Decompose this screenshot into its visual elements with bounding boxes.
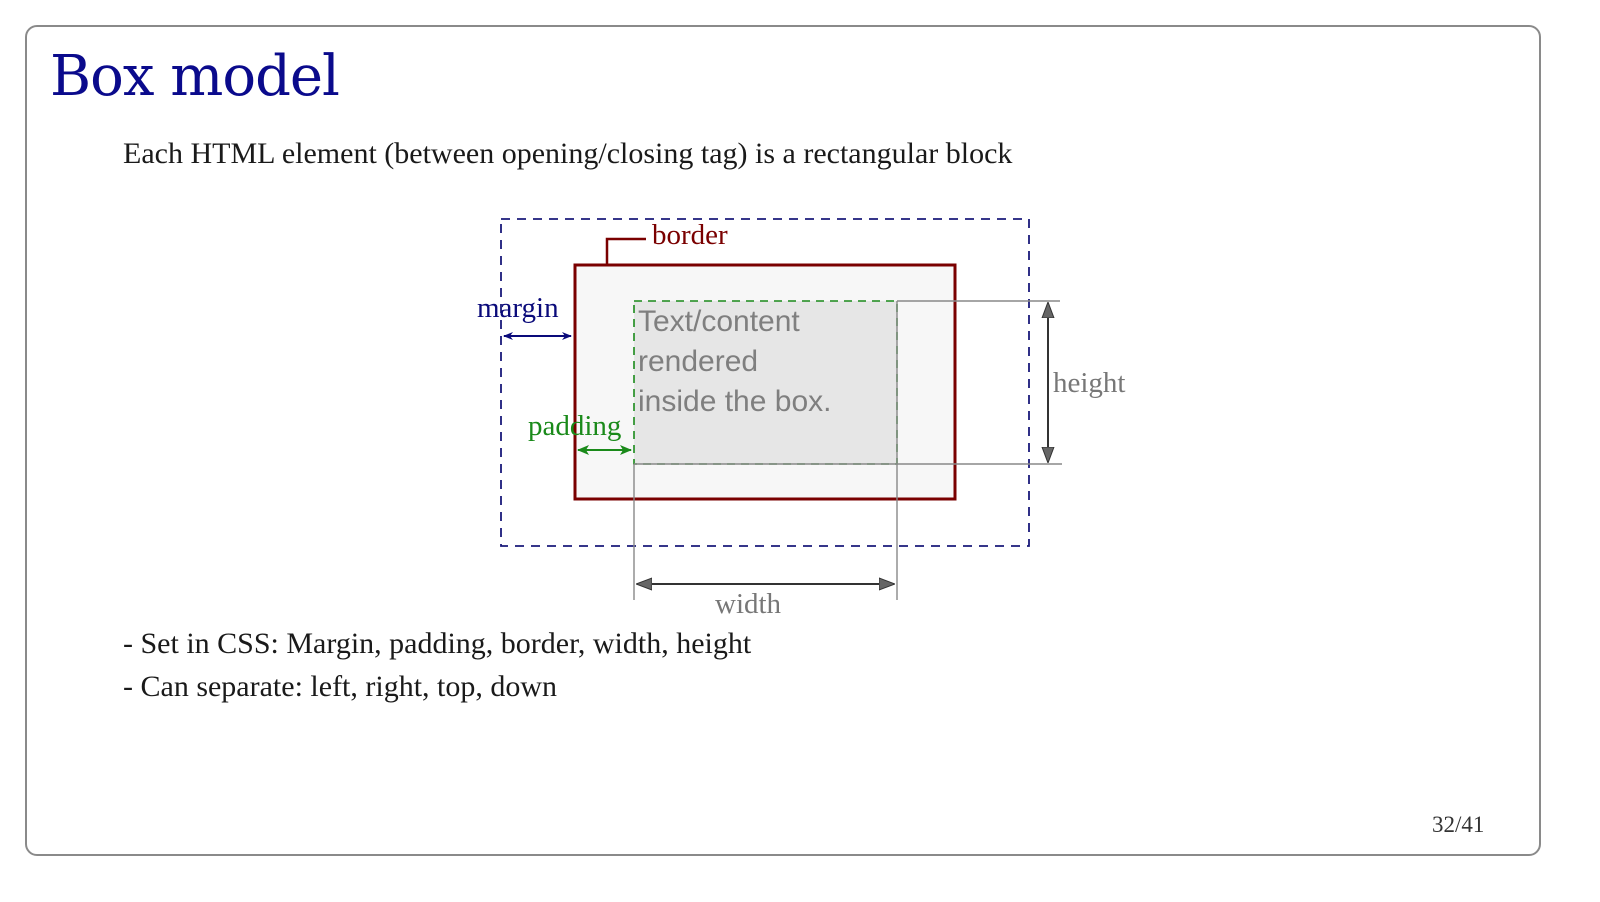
page-number: 32/41 <box>1432 812 1485 837</box>
content-text-line-1: Text/content <box>638 305 800 338</box>
height-label: height <box>1053 367 1126 399</box>
margin-label: margin <box>477 292 559 324</box>
border-callout-line <box>605 237 646 265</box>
bullet-item: - Can separate: left, right, top, down <box>123 670 558 703</box>
width-label: width <box>715 588 782 620</box>
content-text-line-2: rendered <box>638 345 758 378</box>
bullet-item: - Set in CSS: Margin, padding, border, w… <box>123 627 752 660</box>
padding-label: padding <box>528 410 621 442</box>
intro-text: Each HTML element (between opening/closi… <box>123 137 1013 170</box>
border-label: border <box>652 219 728 251</box>
slide-title: Box model <box>50 44 340 109</box>
content-box <box>633 300 898 465</box>
content-text-line-3: inside the box. <box>638 385 831 418</box>
margin-box <box>500 218 1030 547</box>
